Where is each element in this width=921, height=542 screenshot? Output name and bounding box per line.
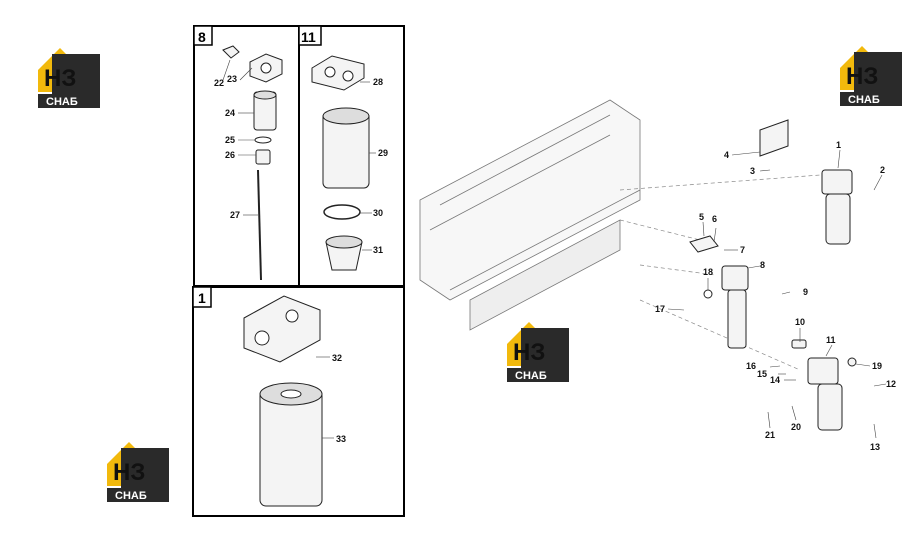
engine-block [419, 99, 641, 331]
label-31: 31 [373, 245, 383, 255]
label-m10: 10 [795, 317, 805, 327]
label-m17: 17 [655, 304, 665, 314]
box-id-11: 11 [301, 29, 316, 45]
label-33: 33 [336, 434, 346, 444]
box8-parts [222, 45, 283, 281]
label-28: 28 [373, 77, 383, 87]
label-m1: 1 [836, 140, 841, 150]
label-m4: 4 [724, 150, 729, 160]
label-m6: 6 [712, 214, 717, 224]
label-24: 24 [225, 108, 235, 118]
label-m3: 3 [750, 166, 755, 176]
label-m5: 5 [699, 212, 704, 222]
box-id-8: 8 [198, 29, 206, 45]
label-29: 29 [378, 148, 388, 158]
box11-parts [311, 55, 370, 271]
brand-logo: НЗ СНАБ [38, 48, 100, 108]
label-m16: 16 [746, 361, 756, 371]
label-25: 25 [225, 135, 235, 145]
logo-sub: СНАБ [848, 94, 880, 106]
box-id-1: 1 [198, 290, 206, 306]
detail-box-8 [193, 25, 300, 287]
label-m21: 21 [765, 430, 775, 440]
box1-parts [243, 295, 323, 507]
label-22: 22 [214, 78, 224, 88]
brand-logo: НЗ СНАБ [840, 46, 902, 106]
logo-sub: СНАБ [115, 490, 147, 502]
main-parts [689, 119, 857, 431]
label-m20: 20 [791, 422, 801, 432]
logo-mark: НЗ [113, 459, 145, 486]
logo-sub: СНАБ [515, 370, 547, 382]
label-m15: 15 [757, 369, 767, 379]
label-30: 30 [373, 208, 383, 218]
label-m13: 13 [870, 442, 880, 452]
label-m7: 7 [740, 245, 745, 255]
logo-sub: СНАБ [46, 96, 78, 108]
label-m2: 2 [880, 165, 885, 175]
logo-mark: НЗ [513, 339, 545, 366]
label-27: 27 [230, 210, 240, 220]
brand-logo: НЗ СНАБ [107, 442, 169, 502]
label-m11: 11 [826, 335, 836, 345]
label-m19: 19 [872, 361, 882, 371]
logo-mark: НЗ [44, 65, 76, 92]
label-26: 26 [225, 150, 235, 160]
logo-mark: НЗ [846, 63, 878, 90]
label-m12: 12 [886, 379, 896, 389]
label-m14: 14 [770, 375, 780, 385]
brand-logo: НЗ СНАБ [507, 322, 569, 382]
label-m9: 9 [803, 287, 808, 297]
label-m8: 8 [760, 260, 765, 270]
label-23: 23 [227, 74, 237, 84]
label-32: 32 [332, 353, 342, 363]
label-m18: 18 [703, 267, 713, 277]
detail-box-1 [192, 286, 405, 517]
